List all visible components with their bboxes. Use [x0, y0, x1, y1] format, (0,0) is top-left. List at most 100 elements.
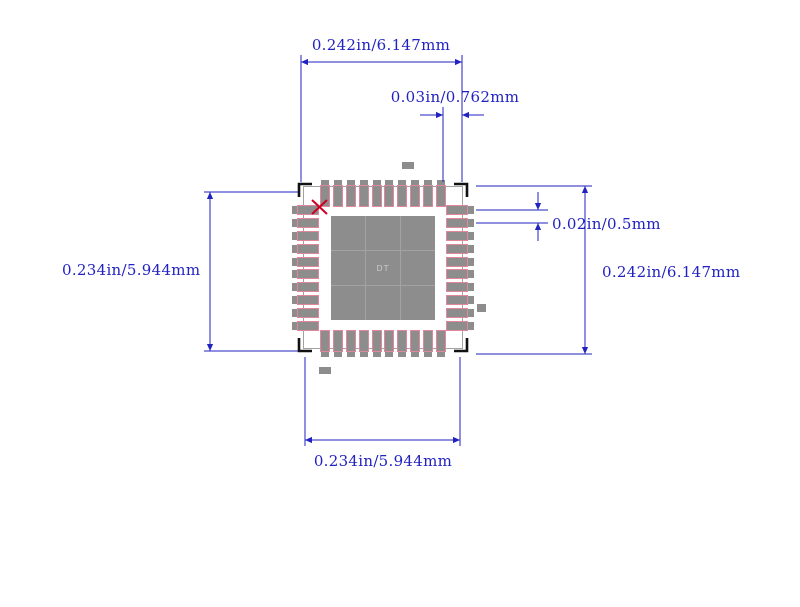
pad-outline-top [371, 185, 382, 207]
pad-bottom [359, 330, 368, 357]
dim-left-height [204, 191, 299, 352]
pad-top [424, 180, 433, 207]
thermal-pad-gridline [365, 216, 366, 320]
pad-outline-bottom [410, 330, 421, 352]
pad-right [447, 231, 474, 240]
pad-outline-right [446, 204, 468, 215]
pad-top [333, 180, 342, 207]
pad-outline-left [297, 243, 319, 254]
pad-outline-bottom [358, 330, 369, 352]
pad-outline-top [319, 185, 330, 207]
dim-right-label: 0.242in/6.147mm [602, 263, 741, 281]
center-mark-label: DT [376, 263, 390, 273]
pad-bottom [385, 330, 394, 357]
pad-left [292, 270, 319, 279]
pad-outline-bottom [371, 330, 382, 352]
pad-bottom [346, 330, 355, 357]
package-outline [303, 186, 463, 349]
orientation-mark-right [477, 304, 486, 312]
pad-bottom [372, 330, 381, 357]
pad-outline-bottom [436, 330, 447, 352]
pad-outline-top [384, 185, 395, 207]
exposed-thermal-pad: DT [331, 216, 435, 320]
pad-outline-bottom [397, 330, 408, 352]
pad-top [437, 180, 446, 207]
pad-bottom [333, 330, 342, 357]
pad-outline-left [297, 282, 319, 293]
pad-bottom [320, 330, 329, 357]
thermal-pad-gridline [331, 285, 435, 286]
pad-top [398, 180, 407, 207]
pad-left [292, 283, 319, 292]
thermal-pad-gridline [400, 216, 401, 320]
pad-bottom [437, 330, 446, 357]
pad-outline-right [446, 321, 468, 332]
dim-pad-length [420, 107, 484, 182]
pad-right [447, 296, 474, 305]
pad-top [372, 180, 381, 207]
dim-left-label: 0.234in/5.944mm [62, 261, 201, 279]
pad-outline-top [410, 185, 421, 207]
pad-top [320, 180, 329, 207]
dim-top-label: 0.242in/6.147mm [311, 36, 451, 54]
pad-bottom [398, 330, 407, 357]
pad-right [447, 322, 474, 331]
pad-outline-left [297, 269, 319, 280]
pad-top [359, 180, 368, 207]
pad-top [385, 180, 394, 207]
dim-top-width [300, 55, 463, 182]
pad-outline-left [297, 295, 319, 306]
pad-outline-left [297, 204, 319, 215]
pad-right [447, 205, 474, 214]
pad-bottom [411, 330, 420, 357]
orientation-mark-bottom [319, 367, 331, 374]
pad-top [346, 180, 355, 207]
pad-outline-top [332, 185, 343, 207]
pad-outline-left [297, 308, 319, 319]
pad-outline-top [436, 185, 447, 207]
pad-outline-bottom [319, 330, 330, 352]
pad-right [447, 283, 474, 292]
pad-right [447, 309, 474, 318]
pad-outline-right [446, 256, 468, 267]
pad-outline-right [446, 282, 468, 293]
orientation-mark-top [402, 162, 414, 169]
pad-left [292, 231, 319, 240]
pad-left [292, 322, 319, 331]
pad-left [292, 205, 319, 214]
pad-outline-right [446, 308, 468, 319]
dim-pad-length-label: 0.03in/0.762mm [390, 88, 520, 106]
pad-outline-right [446, 269, 468, 280]
pad-left [292, 296, 319, 305]
pad-outline-right [446, 217, 468, 228]
pad-bottom [424, 330, 433, 357]
pad-right [447, 270, 474, 279]
pad-right [447, 257, 474, 266]
pad-outline-right [446, 230, 468, 241]
pad-outline-left [297, 217, 319, 228]
pad-top [411, 180, 420, 207]
pad-left [292, 309, 319, 318]
dim-right-height [476, 185, 592, 355]
pad-outline-right [446, 243, 468, 254]
pad-outline-left [297, 256, 319, 267]
pad-outline-top [397, 185, 408, 207]
pad-outline-top [345, 185, 356, 207]
thermal-pad-gridline [331, 250, 435, 251]
pad-left [292, 244, 319, 253]
pad-outline-right [446, 295, 468, 306]
pad-right [447, 218, 474, 227]
pad-outline-bottom [423, 330, 434, 352]
pad-left [292, 218, 319, 227]
pad-outline-bottom [384, 330, 395, 352]
dim-pad-pitch [476, 192, 548, 241]
pad-left [292, 257, 319, 266]
dim-bottom-label: 0.234in/5.944mm [313, 452, 453, 470]
pad-outline-top [358, 185, 369, 207]
pad-outline-bottom [345, 330, 356, 352]
pad-right [447, 244, 474, 253]
pad-outline-top [423, 185, 434, 207]
pad-outline-left [297, 230, 319, 241]
pad-outline-bottom [332, 330, 343, 352]
